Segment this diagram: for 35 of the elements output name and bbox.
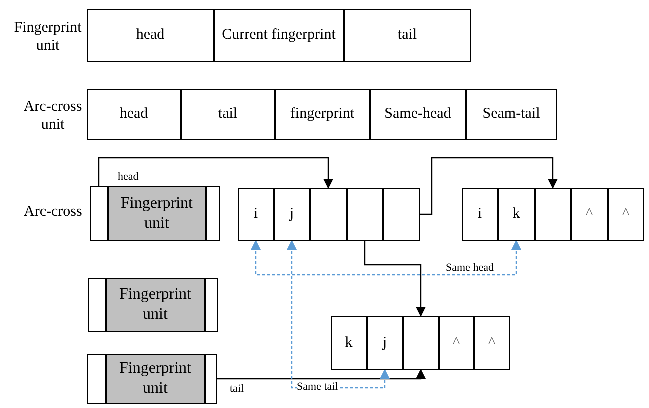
record-field: head — [87, 9, 214, 62]
record-field: j — [274, 188, 310, 241]
empty-field — [347, 188, 383, 241]
record-field: Same-head — [370, 89, 466, 140]
row-heading: Arc-cross unit — [22, 98, 84, 134]
row-heading: Fingerprint unit — [13, 18, 83, 54]
record-field: ^ — [439, 316, 474, 370]
edge-label: Same tail — [297, 381, 338, 393]
record-field: Fingerprint unit — [106, 354, 205, 404]
record-field: j — [367, 316, 403, 370]
arrow — [98, 157, 334, 189]
empty-field — [535, 188, 571, 241]
arc-record — [331, 316, 510, 370]
edge-label: head — [118, 171, 139, 183]
arrow — [217, 369, 426, 380]
record-field: Current fingerprint — [214, 9, 344, 62]
arrow — [364, 241, 426, 317]
record-field: fingerprint — [275, 89, 370, 140]
record-field: ^ — [571, 188, 608, 241]
arrow — [420, 157, 558, 216]
arrow — [251, 240, 522, 276]
arc-record — [462, 188, 644, 241]
record-field: tail — [344, 9, 471, 62]
record-field: k — [498, 188, 535, 241]
empty-field — [403, 316, 439, 370]
record-field: head — [87, 89, 181, 140]
record-field: Fingerprint unit — [108, 186, 206, 241]
edge-label: tail — [230, 383, 244, 395]
record-field: Fingerprint unit — [106, 278, 205, 332]
record-field: tail — [181, 89, 275, 140]
row-heading: Arc-cross — [24, 203, 82, 221]
record-field: Seam-tail — [466, 89, 557, 140]
empty-field — [310, 188, 347, 241]
edge-label: Same head — [446, 262, 494, 274]
arc-record — [238, 188, 420, 241]
